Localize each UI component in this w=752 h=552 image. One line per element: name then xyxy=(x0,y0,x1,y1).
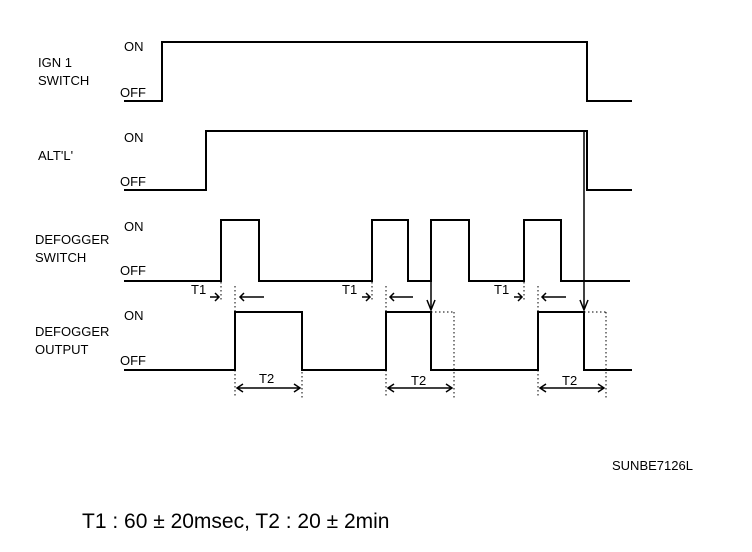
defsw-off-label: OFF xyxy=(120,263,146,278)
timing-spec: T1 : 60 ± 20msec, T2 : 20 ± 2min xyxy=(82,510,389,533)
defogger-switch-label-line1: DEFOGGER xyxy=(35,232,109,247)
reference-code: SUNBE7126L xyxy=(612,458,693,473)
t1-label-2: T1 xyxy=(342,282,357,297)
ign-switch-label-line1: IGN 1 xyxy=(38,55,72,70)
defout-off-label: OFF xyxy=(120,353,146,368)
ign-switch-label-line2: SWITCH xyxy=(38,73,89,88)
alt-on-label: ON xyxy=(124,130,144,145)
t1-marker-1 xyxy=(210,292,264,302)
defogger-output-label-line2: OUTPUT xyxy=(35,342,89,357)
ign-on-label: ON xyxy=(124,39,144,54)
ign-switch-waveform xyxy=(124,41,632,102)
defsw-on-label: ON xyxy=(124,219,144,234)
defout-on-label: ON xyxy=(124,308,144,323)
t2-marker-2 xyxy=(386,383,454,393)
t2-label-3: T2 xyxy=(562,373,577,388)
alt-label: ALT'L' xyxy=(38,148,73,163)
t1-label-1: T1 xyxy=(191,282,206,297)
defogger-switch-label-line2: SWITCH xyxy=(35,250,86,265)
defogger-output-label-line1: DEFOGGER xyxy=(35,324,109,339)
t2-label-2: T2 xyxy=(411,373,426,388)
defogger-switch-waveform xyxy=(124,219,630,282)
t2-label-1: T2 xyxy=(259,371,274,386)
alt-off-label: OFF xyxy=(120,174,146,189)
t1-label-3: T1 xyxy=(494,282,509,297)
defogger-output-waveform xyxy=(124,311,632,371)
t2-marker-1 xyxy=(235,383,302,393)
ign-off-label: OFF xyxy=(120,85,146,100)
t1-marker-3 xyxy=(514,292,566,302)
t1-marker-2 xyxy=(362,292,413,302)
cause-arrows xyxy=(426,130,589,313)
alt-waveform xyxy=(124,130,632,191)
t2-marker-3 xyxy=(538,383,606,393)
